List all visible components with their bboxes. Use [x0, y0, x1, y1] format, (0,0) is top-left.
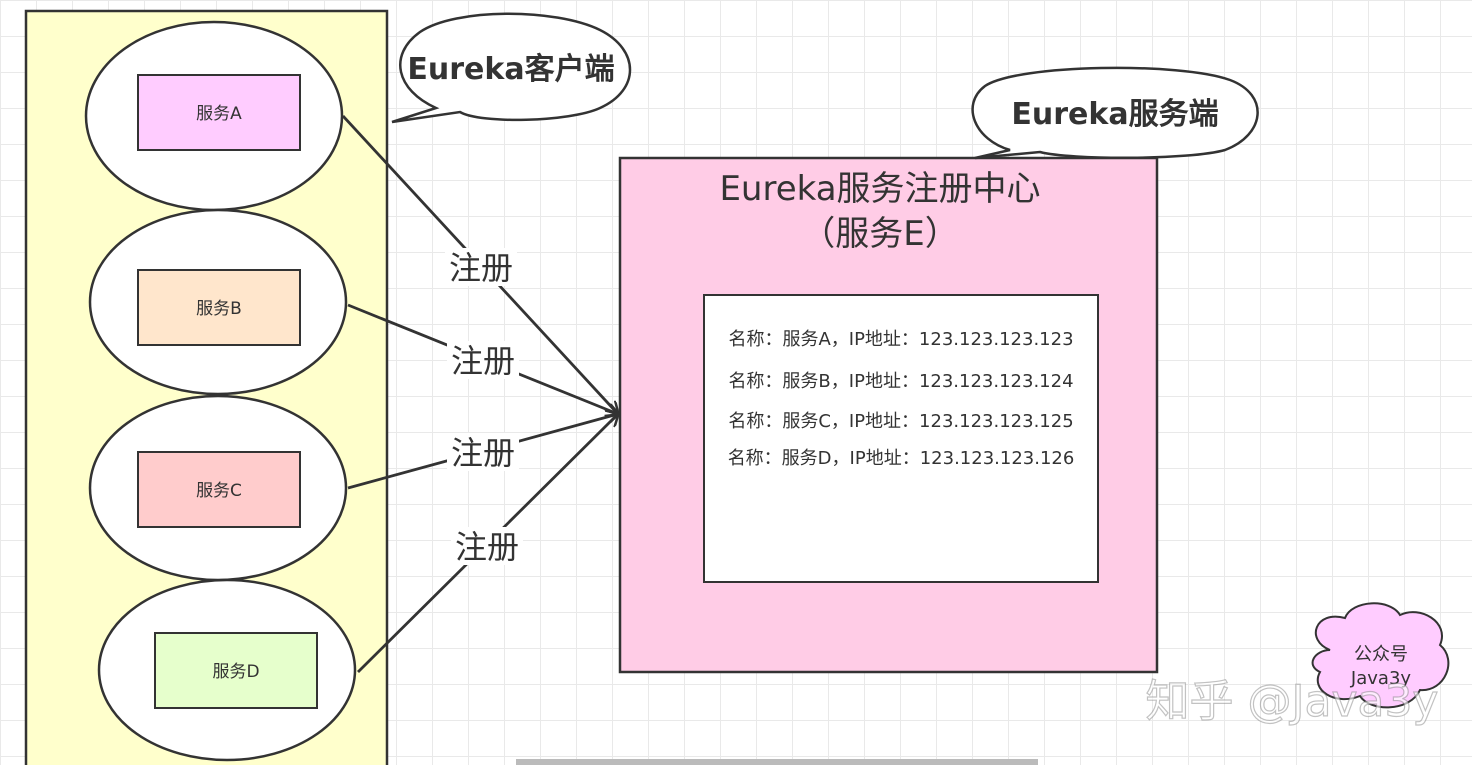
service-c-box: [137, 451, 301, 528]
server-title-line2: （服务E）: [801, 214, 958, 254]
edge-label-d-bg: [451, 527, 523, 565]
server-callout: Eureka服务端: [971, 66, 1259, 160]
client-callout: Eureka客户端: [391, 12, 632, 124]
registry-panel: [703, 294, 1099, 583]
edge-label-a-bg: [445, 248, 517, 286]
service-a-node: 服务A: [84, 20, 344, 212]
registry-entry-a: 名称：服务A，IP地址：123.123.123.123: [728, 329, 1073, 350]
service-b-node: 服务B: [88, 208, 348, 396]
service-b-label: 服务B: [196, 299, 242, 319]
service-a-label: 服务A: [196, 104, 242, 124]
registry-entry-b: 名称：服务B，IP地址：123.123.123.124: [728, 371, 1073, 392]
edge-label-a: 注册: [449, 249, 513, 287]
edge-label-c: 注册: [451, 434, 515, 472]
edge-labels: 注册 注册 注册 注册: [445, 248, 523, 566]
registry-entry-c: 名称：服务C，IP地址：123.123.123.125: [728, 411, 1073, 432]
server-title-line1: Eureka服务注册中心: [719, 169, 1040, 209]
service-c-node: 服务C: [88, 394, 348, 582]
badge-cloud: [1311, 602, 1450, 709]
server-callout-text: Eureka服务端: [1011, 97, 1218, 132]
badge-line2: Java3y: [1350, 668, 1411, 689]
wechat-badge: 公众号 Java3y: [1311, 602, 1450, 709]
service-a-box: [137, 74, 301, 151]
badge-line1: 公众号: [1354, 644, 1408, 665]
registry-entry-d: 名称：服务D，IP地址：123.123.123.126: [728, 448, 1075, 469]
edge-label-d: 注册: [455, 528, 519, 566]
edge-label-b-bg: [447, 341, 519, 379]
service-d-node: 服务D: [97, 578, 357, 762]
edge-label-b: 注册: [451, 342, 515, 380]
server-callout-bubble: [971, 66, 1259, 160]
service-c-label: 服务C: [196, 481, 242, 501]
zhihu-watermark: 知乎 @Java3y: [1146, 676, 1439, 727]
client-callout-bubble: [391, 12, 632, 124]
client-callout-text: Eureka客户端: [407, 52, 614, 87]
service-d-box: [154, 632, 318, 709]
service-b-box: [137, 269, 301, 346]
edge-label-c-bg: [447, 433, 519, 471]
service-d-label: 服务D: [212, 662, 259, 682]
horizontal-scrollbar[interactable]: [516, 759, 1038, 765]
